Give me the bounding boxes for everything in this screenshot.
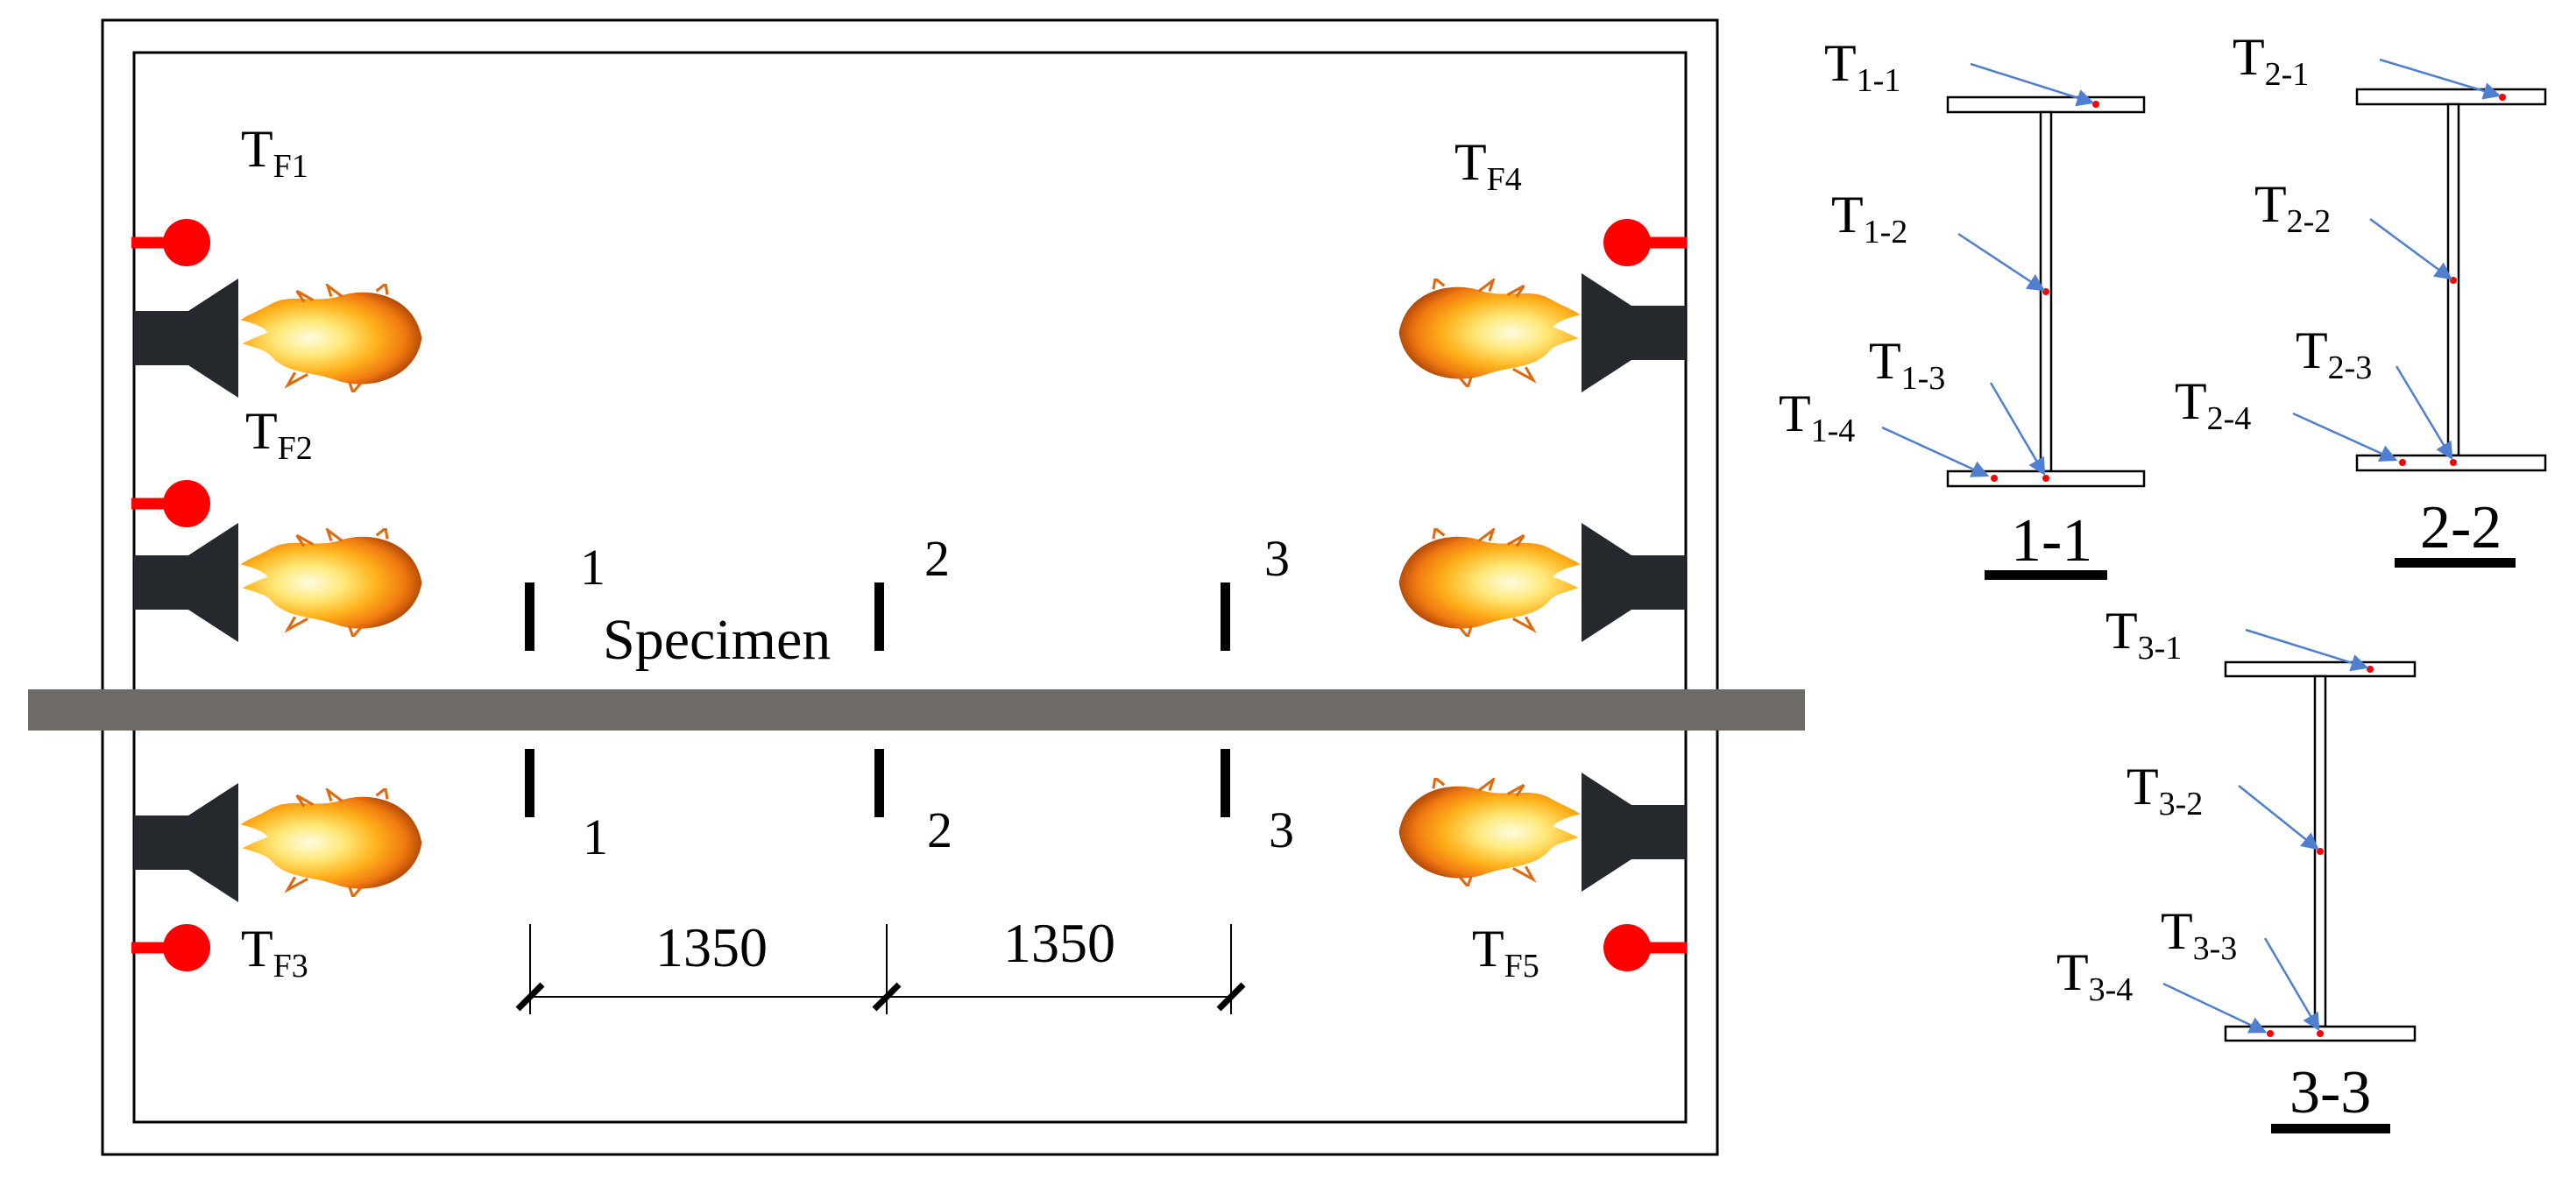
thermocouple-tf1-icon	[131, 219, 210, 266]
flame-icon	[239, 788, 423, 897]
dimension-lines	[515, 924, 1246, 1014]
burner-4	[1398, 273, 1686, 392]
section-title-underline	[1985, 570, 2107, 580]
flame-icon	[1398, 279, 1582, 387]
section-mark-1-bottom	[525, 749, 534, 817]
burner-3	[134, 783, 423, 902]
top-flange	[2355, 88, 2547, 106]
section-mark-1-label-top: 1	[580, 539, 605, 596]
label-tf5: TF5	[1472, 920, 1539, 985]
burner-flare-icon	[188, 523, 238, 642]
thermocouple-tf5-icon	[1603, 924, 1687, 971]
flame-icon	[1398, 528, 1582, 637]
label-t3-4: T3-4	[2056, 943, 2133, 1008]
burner-flare-icon	[1582, 773, 1631, 892]
label-t2-4: T2-4	[2175, 372, 2251, 437]
label-t3-1: T3-1	[2105, 602, 2182, 667]
furnace-outer-frame	[101, 18, 1719, 1156]
burner-6	[1398, 773, 1686, 892]
section-mark-3-label-top: 3	[1264, 530, 1290, 587]
burner-flare-icon	[188, 783, 238, 902]
cross-section-1-1	[1881, 62, 2146, 580]
label-t1-1: T1-1	[1824, 34, 1900, 99]
section-mark-2-bottom	[874, 749, 884, 817]
burner-flare-icon	[1582, 273, 1631, 392]
label-t1-2: T1-2	[1831, 186, 1907, 251]
burner-nozzle-icon	[134, 555, 188, 610]
thermocouple-tf4-icon	[1603, 219, 1687, 266]
flame-icon	[239, 284, 423, 392]
burner-1	[134, 279, 423, 398]
label-t3-3: T3-3	[2161, 902, 2237, 967]
section-title-underline	[2271, 1124, 2390, 1133]
section-mark-1-top	[525, 582, 534, 651]
thermocouple-tf3-icon	[131, 924, 210, 971]
label-t2-1: T2-1	[2233, 28, 2309, 93]
section-mark-3-bottom	[1221, 749, 1230, 817]
label-t2-2: T2-2	[2254, 175, 2331, 240]
burner-nozzle-icon	[134, 311, 188, 365]
dimension-2-label: 1350	[1003, 912, 1115, 974]
section-mark-2-label-top: 2	[924, 530, 950, 587]
thermocouple-tf2-icon	[131, 480, 210, 527]
section-mark-1-label-bottom: 1	[583, 808, 608, 865]
burner-nozzle-icon	[1631, 555, 1686, 610]
cross-section-2-2-title: 2-2	[2420, 494, 2502, 561]
specimen-label: Specimen	[603, 608, 831, 672]
burners	[134, 273, 1686, 902]
cross-section-3-3	[2162, 628, 2417, 1133]
label-tf4: TF4	[1454, 133, 1522, 198]
label-tf2: TF2	[245, 402, 313, 467]
burner-flare-icon	[1582, 523, 1631, 642]
flame-icon	[239, 528, 423, 637]
cross-section-3-3-title: 3-3	[2289, 1059, 2371, 1126]
burner-nozzle-icon	[1631, 306, 1686, 360]
dimension-1-label: 1350	[655, 916, 768, 978]
top-flange	[1946, 95, 2146, 114]
section-title-underline	[2395, 558, 2516, 568]
label-t3-2: T3-2	[2127, 758, 2203, 822]
section-mark-2-top	[874, 582, 884, 651]
top-flange	[2224, 660, 2417, 678]
label-tf1: TF1	[241, 120, 308, 185]
burner-flare-icon	[188, 279, 238, 398]
label-tf3: TF3	[241, 920, 308, 985]
burner-nozzle-icon	[134, 815, 188, 870]
label-t2-3: T2-3	[2296, 321, 2372, 386]
burner-nozzle-icon	[1631, 805, 1686, 859]
specimen-beam	[28, 689, 1805, 731]
thermocouples	[131, 219, 1687, 971]
cross-section-2-2	[2292, 58, 2547, 568]
flame-icon	[1398, 778, 1582, 886]
section-mark-3-label-bottom: 3	[1269, 801, 1294, 858]
label-t1-4: T1-4	[1779, 385, 1855, 449]
section-mark-3-top	[1221, 582, 1230, 651]
label-t1-3: T1-3	[1869, 332, 1945, 397]
burner-2	[134, 523, 423, 642]
section-mark-2-label-bottom: 2	[927, 801, 952, 858]
cross-section-1-1-title: 1-1	[2011, 507, 2092, 575]
burner-5	[1398, 523, 1686, 642]
section-marks	[525, 582, 1230, 817]
